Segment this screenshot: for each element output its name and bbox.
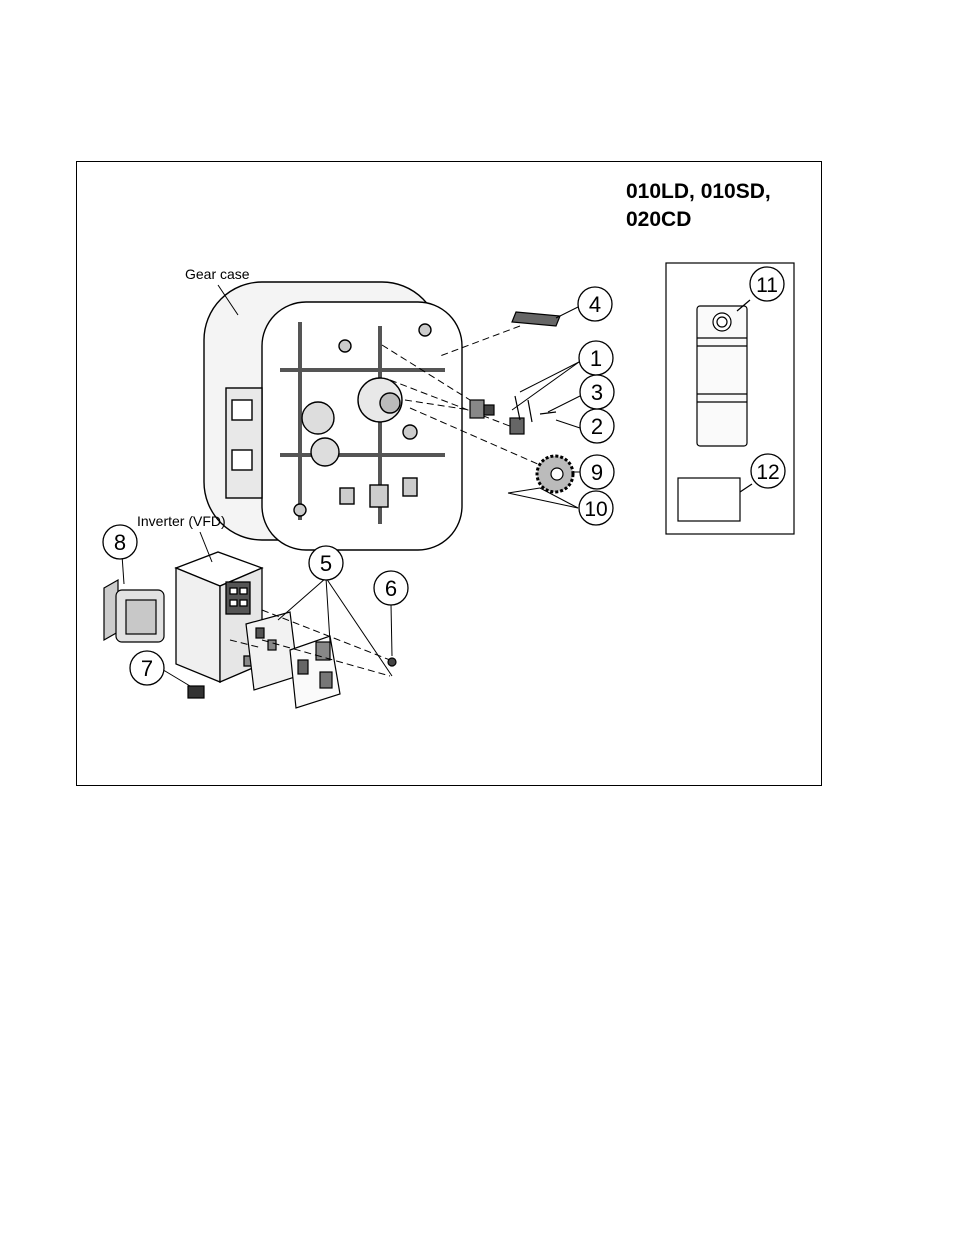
callouts: 1 2 3 4 5 6 7 8 9 10 11 12 (102, 266, 786, 686)
svg-text:10: 10 (584, 498, 607, 521)
part-5-leaders (277, 577, 393, 677)
part-4-plate (511, 311, 561, 327)
part-9-sprocket (535, 454, 575, 494)
svg-text:3: 3 (591, 380, 603, 405)
svg-text:5: 5 (320, 551, 332, 576)
part-8-leader (121, 554, 125, 585)
callout-leaders-right (507, 306, 581, 509)
svg-text:11: 11 (756, 274, 778, 297)
part-1-2-3-switch-assembly (469, 395, 557, 435)
part-6-leader (390, 603, 393, 657)
svg-text:9: 9 (591, 460, 603, 485)
callout-9: 9 (579, 454, 615, 490)
diagram-frame (76, 161, 822, 786)
callout-11: 11 (749, 266, 785, 302)
part-8-transformer (103, 578, 165, 643)
svg-text:12: 12 (756, 461, 779, 484)
inverter-leader (199, 531, 213, 563)
callout-4: 4 (577, 286, 613, 322)
part-10-screws (507, 487, 541, 494)
gear-case-leader (217, 284, 239, 316)
svg-text:1: 1 (590, 346, 602, 371)
svg-text:7: 7 (141, 656, 153, 681)
gear-case-label: Gear case (185, 266, 250, 282)
explode-lines-right (381, 325, 541, 466)
part-7-connector (187, 685, 205, 699)
explode-lines-inverter (229, 609, 391, 677)
part-5-circuit-boards (245, 611, 341, 709)
part-6-nut (387, 657, 397, 667)
callout-10: 10 (578, 490, 614, 526)
callout-3: 3 (579, 374, 615, 410)
svg-text:4: 4 (589, 292, 601, 317)
inverter-label: Inverter (VFD) (137, 513, 226, 529)
model-title: 010LD, 010SD, 020CD (626, 180, 771, 231)
callout-5: 5 (308, 545, 344, 581)
svg-text:8: 8 (114, 530, 126, 555)
callout-1: 1 (578, 340, 614, 376)
callout-12: 12 (750, 453, 786, 489)
svg-text:6: 6 (385, 576, 397, 601)
part-7-leader (159, 667, 191, 687)
inverter-vfd (174, 551, 264, 683)
callout-2: 2 (579, 408, 615, 444)
labels-panel (665, 262, 795, 535)
callout-6: 6 (373, 570, 409, 606)
svg-text:2: 2 (591, 414, 603, 439)
callout-7: 7 (129, 650, 165, 686)
callout-8: 8 (102, 524, 138, 560)
gear-case (203, 281, 463, 551)
